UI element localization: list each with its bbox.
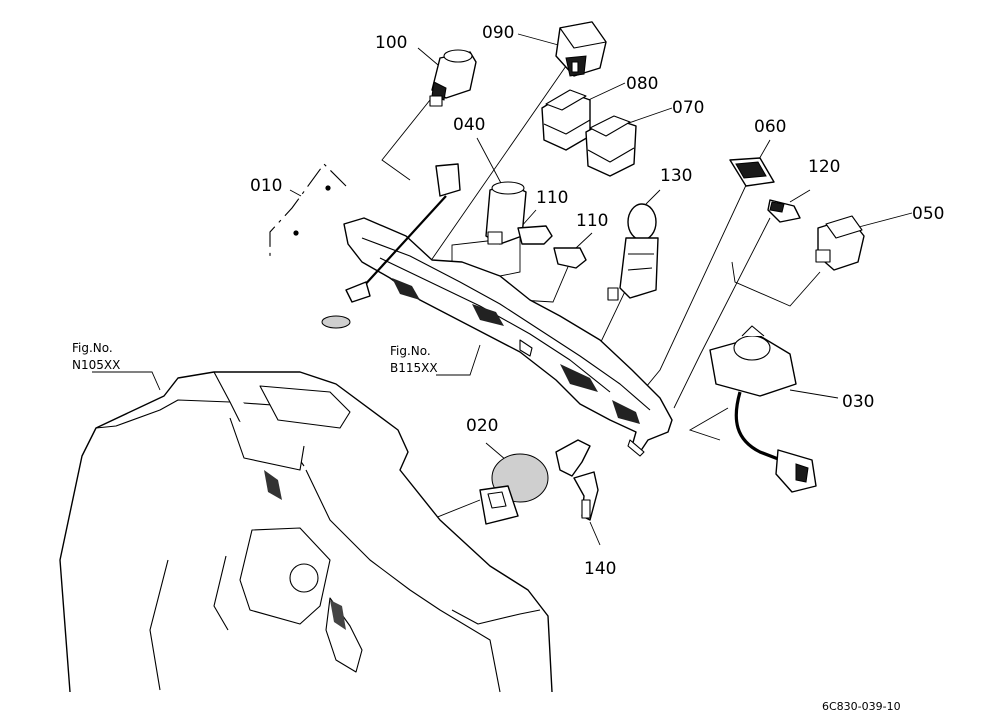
part-060-cap bbox=[729, 157, 775, 187]
dash-bracket-frame bbox=[343, 217, 673, 457]
part-020-ignition bbox=[479, 453, 549, 525]
fig-ref-n105xx-line1: Fig.No. bbox=[72, 341, 113, 355]
callout-110-a: 110 bbox=[536, 188, 568, 208]
part-010-rod bbox=[321, 163, 461, 329]
part-080-switch bbox=[541, 89, 591, 151]
drawing-code: 6C830-039-10 bbox=[822, 700, 901, 713]
callout-130: 130 bbox=[660, 166, 692, 186]
figure-ref-b115xx: Fig.No. B115XX bbox=[390, 344, 438, 375]
part-140-keys bbox=[555, 439, 599, 521]
fig-ref-b115xx-line2: B115XX bbox=[390, 361, 438, 375]
part-100-socket bbox=[429, 49, 477, 107]
part-090-switch bbox=[555, 21, 607, 77]
panel-shell bbox=[59, 371, 553, 693]
callout-100: 100 bbox=[375, 33, 407, 53]
part-110-clip-b bbox=[553, 247, 587, 269]
fig-ref-b115xx-line1: Fig.No. bbox=[390, 344, 431, 358]
callout-080: 080 bbox=[626, 74, 658, 94]
callout-010: 010 bbox=[250, 176, 282, 196]
callout-040: 040 bbox=[453, 115, 485, 135]
callout-070: 070 bbox=[672, 98, 704, 118]
callout-110-b: 110 bbox=[576, 211, 608, 231]
part-130-outlet bbox=[607, 203, 659, 301]
callout-020: 020 bbox=[466, 416, 498, 436]
figure-ref-n105xx: Fig.No. N105XX bbox=[72, 341, 120, 372]
part-070-switch bbox=[585, 115, 637, 177]
part-120-plug bbox=[767, 199, 801, 223]
callout-030: 030 bbox=[842, 392, 874, 412]
callout-090: 090 bbox=[482, 23, 514, 43]
fig-ref-n105xx-line2: N105XX bbox=[72, 358, 120, 372]
callout-labels: 100 090 080 070 040 060 010 110 110 130 … bbox=[250, 23, 944, 579]
callout-050: 050 bbox=[912, 204, 944, 224]
callout-120: 120 bbox=[808, 157, 840, 177]
part-110-clip-a bbox=[517, 225, 553, 245]
bracket-010 bbox=[269, 163, 347, 256]
part-030-keyswitch bbox=[709, 325, 817, 493]
part-050-switch bbox=[815, 215, 865, 271]
callout-060: 060 bbox=[754, 117, 786, 137]
callout-140: 140 bbox=[584, 559, 616, 579]
